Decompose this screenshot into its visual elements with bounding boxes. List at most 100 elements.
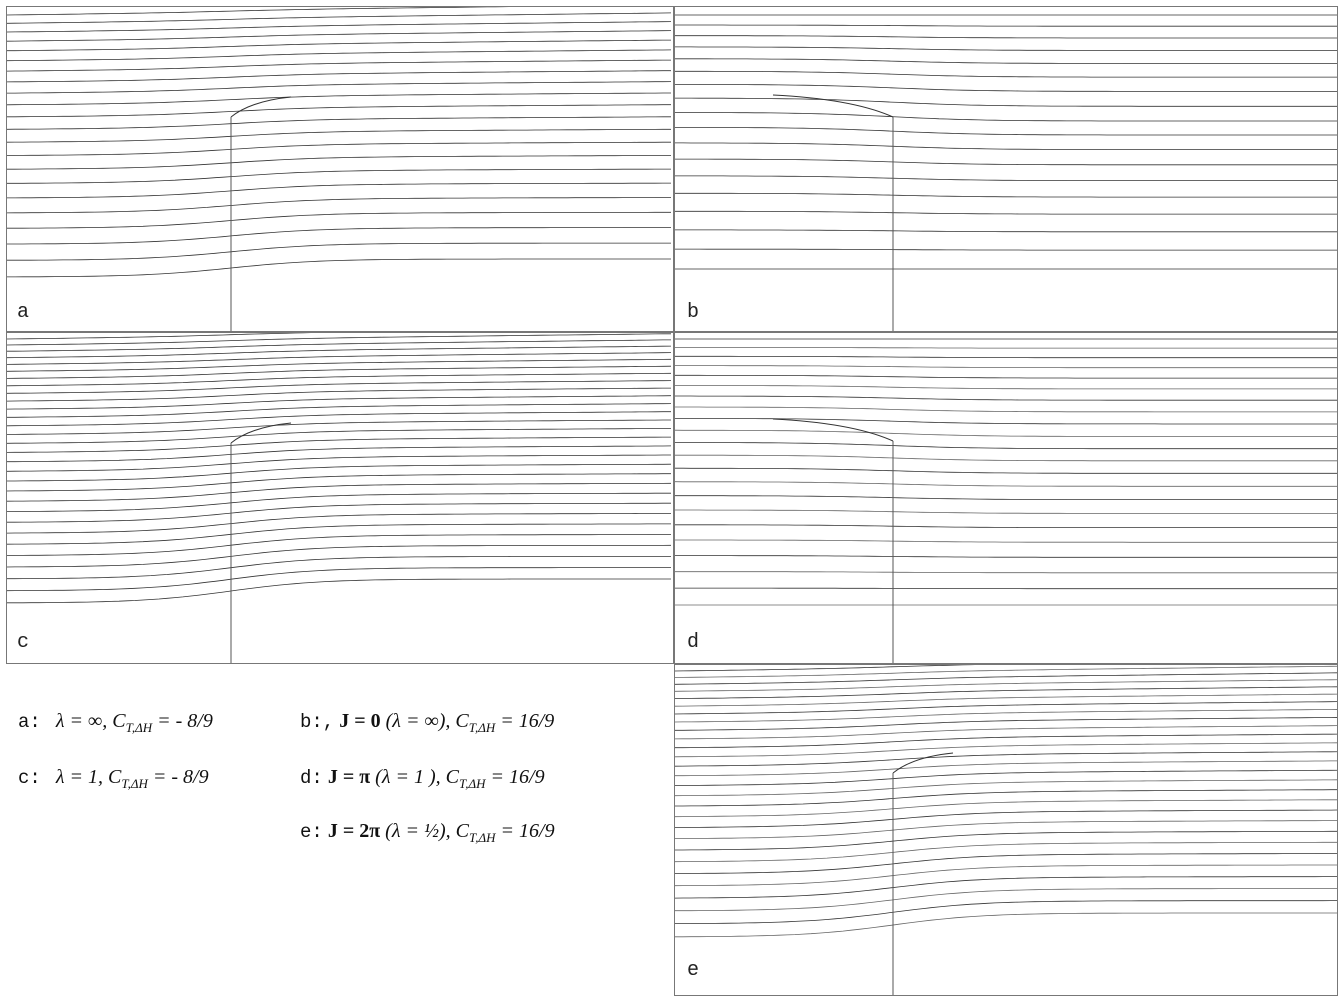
streamline [675, 142, 1337, 150]
disk-edge-streamline [772, 418, 894, 442]
legend-item-b: b:, J = 0 (λ = ∞), CT,ΔH = 16/9 [300, 710, 554, 736]
panel-label-a: a [17, 301, 30, 324]
legend-item-d: d: J = π (λ = 1 ), CT,ΔH = 16/9 [300, 766, 545, 792]
legend-subscript: T,ΔH [469, 830, 496, 845]
legend-text: λ = ∞, C [55, 710, 126, 732]
streamline [675, 912, 1337, 938]
streamline [675, 830, 1337, 851]
streamline [7, 436, 671, 453]
panel-label-e: e [687, 959, 700, 982]
streamline [7, 403, 672, 418]
legend-text: = - 8/9 [147, 766, 209, 788]
streamline [675, 693, 1337, 707]
streamline-panel-b: b [674, 6, 1338, 332]
streamline [7, 333, 671, 346]
streamline [675, 35, 1337, 39]
streamline [675, 864, 1337, 887]
streamline [675, 355, 1337, 359]
streamline [7, 141, 671, 156]
streamline-plot-e [675, 665, 1337, 995]
streamline [675, 760, 1337, 777]
streamline [7, 492, 671, 512]
streamline [7, 463, 672, 482]
streamline [675, 481, 1337, 487]
streamline [7, 197, 671, 214]
streamline [7, 365, 672, 379]
legend-key: a: [18, 711, 41, 733]
panel-label-b: b [687, 301, 700, 324]
streamline-panel-c: c [6, 332, 674, 664]
streamline [7, 380, 672, 394]
streamline [675, 248, 1337, 251]
streamline [675, 742, 1337, 758]
legend-subscript: T,ΔH [125, 720, 153, 735]
streamline [675, 524, 1337, 528]
streamline [7, 70, 671, 83]
legend-bold: J = π [327, 766, 371, 788]
legend-key: c: [18, 767, 41, 789]
streamline [675, 555, 1337, 558]
streamline [675, 679, 1337, 692]
streamline [675, 751, 1337, 767]
streamline [675, 665, 1337, 678]
streamline [675, 454, 1337, 462]
legend: a: λ = ∞, CT,ΔH = - 8/9 b:, J = 0 (λ = ∞… [18, 700, 668, 860]
streamline [675, 799, 1337, 818]
streamline [7, 258, 671, 278]
streamline [7, 227, 671, 245]
streamline [675, 58, 1337, 64]
legend-expression: J = 2π (λ = ½), CT,ΔH = 16/9 [327, 820, 555, 845]
streamline-plot-c [7, 333, 672, 663]
streamline [7, 211, 671, 229]
streamline [675, 672, 1337, 685]
streamline [7, 544, 672, 568]
streamline [675, 418, 1337, 425]
legend-text: (λ = ½), C [380, 820, 469, 842]
streamline [7, 578, 671, 604]
streamline [675, 733, 1337, 749]
streamline [675, 70, 1337, 78]
streamline [7, 81, 672, 94]
streamline [675, 701, 1337, 715]
legend-text: λ = 1, C [55, 766, 122, 788]
streamline [7, 387, 671, 402]
streamline [7, 502, 671, 523]
streamline [7, 333, 312, 340]
streamline [7, 104, 671, 118]
legend-key: d: [300, 767, 323, 789]
streamline [675, 210, 1337, 215]
legend-bold: J = 2π [327, 820, 381, 842]
streamline [7, 128, 671, 143]
streamline [675, 429, 1337, 437]
streamline [675, 347, 1337, 349]
legend-text: (λ = 1 ), C [370, 766, 459, 788]
streamline [7, 21, 672, 33]
streamline [7, 419, 671, 435]
legend-subscript: T,ΔH [121, 776, 148, 791]
streamline [7, 39, 671, 52]
streamline [7, 7, 512, 16]
streamline [675, 853, 1337, 874]
streamline [675, 374, 1337, 379]
streamline [675, 876, 1337, 899]
streamline [7, 372, 672, 387]
streamline [675, 900, 1337, 924]
legend-expression: J = π (λ = 1 ), CT,ΔH = 16/9 [327, 766, 545, 791]
streamline [675, 365, 1337, 369]
legend-expression: λ = 1, CT,ΔH = - 8/9 [46, 766, 209, 791]
streamline [7, 428, 672, 444]
legend-key: e: [300, 821, 323, 843]
streamline [675, 725, 1337, 740]
streamline [675, 46, 1337, 51]
streamline [675, 779, 1337, 797]
streamline-panel-e: e [674, 664, 1338, 996]
legend-subscript: T,ΔH [468, 720, 496, 735]
streamline [675, 112, 1337, 122]
streamline-panel-d: d [674, 332, 1338, 664]
legend-text: = 16/9 [495, 820, 555, 842]
legend-expression: J = 0 (λ = ∞), CT,ΔH = 16/9 [339, 710, 554, 735]
streamline [7, 556, 671, 580]
streamline [675, 467, 1337, 474]
streamline [7, 523, 671, 545]
streamline [7, 352, 672, 365]
